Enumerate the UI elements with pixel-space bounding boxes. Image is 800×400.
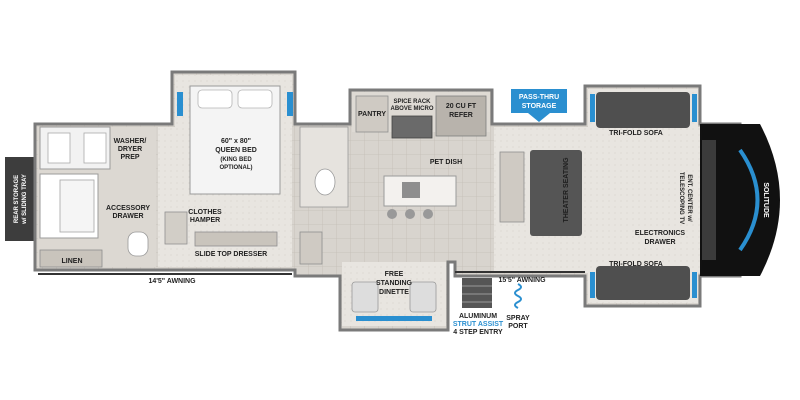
pass-thru-arrow [528, 113, 550, 122]
dinette-window [356, 316, 432, 321]
bed-pillow-right [237, 89, 273, 109]
aluminum-step-label-3: 4 STEP ENTRY [453, 329, 503, 336]
bed-window-left [177, 92, 183, 116]
washer-dryer-label-3: PREP [120, 154, 139, 161]
bed-pillow-left [197, 89, 233, 109]
bed-label-2: QUEEN BED [215, 147, 257, 154]
spice-rack-label-2: ABOVE MICRO [390, 106, 433, 112]
theater-seating-label: THEATER SEATING [563, 157, 570, 223]
tri-fold-sofa-top [596, 92, 690, 128]
rear-storage-block [5, 157, 35, 241]
pantry [355, 95, 389, 133]
clothes-hamper-label: CLOTHES [188, 209, 222, 216]
island-sink [402, 182, 420, 198]
ent-center-label-2: TELESCOPING TV [678, 172, 684, 224]
front-cap [700, 124, 780, 276]
clothes-hamper [164, 211, 188, 245]
bed-label-4: OPTIONAL) [220, 165, 253, 171]
dinette-label-2: STANDING [376, 280, 413, 287]
living-floor [494, 127, 700, 273]
aluminum-step-label: ALUMINUM [459, 313, 497, 320]
spray-port-label-2: PORT [508, 323, 528, 330]
linen-cabinet [39, 249, 103, 268]
bed-label-3: (KING BED [220, 157, 252, 163]
spray-port-icon [514, 283, 522, 309]
bed-label: 60" x 80" [221, 138, 251, 145]
stool-1 [387, 209, 397, 219]
pet-dish-label: PET DISH [430, 159, 462, 166]
sofa-window-bottom-left [590, 272, 595, 298]
pantry-label: PANTRY [358, 111, 386, 118]
sofa-window-bottom-right [692, 272, 697, 298]
electronics-drawer-label-2: DRAWER [644, 239, 675, 246]
spray-port-label: SPRAY [506, 315, 530, 322]
spice-rack-label: SPICE RACK [393, 99, 431, 105]
dryer-unit [83, 132, 107, 164]
washer-dryer-label: WASHER/ [114, 138, 147, 145]
dinette-label: FREE [385, 271, 404, 278]
bed-window-right [287, 92, 293, 116]
linen-label: LINEN [62, 258, 83, 265]
sofa-window-top-left [590, 94, 595, 122]
rear-storage-label-2: w/ SLIDING TRAY [22, 174, 28, 225]
wine-rack [299, 231, 323, 265]
vanity [59, 179, 95, 233]
refer-label-2: REFER [449, 112, 473, 119]
rear-storage-label: REAR STORAGE [14, 175, 20, 223]
accessory-drawer-label-2: DRAWER [112, 213, 143, 220]
half-bath-toilet [314, 168, 336, 196]
entry-steps [462, 278, 492, 308]
entry-cabinet [499, 151, 525, 223]
dinette-label-3: DINETTE [379, 289, 409, 296]
accessory-drawer-label: ACCESSORY [106, 205, 150, 212]
slide-top-dresser [194, 231, 278, 247]
tri-fold-sofa-bottom [596, 266, 690, 300]
front-cap-swoosh [738, 148, 760, 252]
washer-dryer-label-2: DRYER [118, 146, 142, 153]
slide-top-dresser-label: SLIDE TOP DRESSER [195, 251, 267, 258]
awning-rear-label: 14'5" AWNING [148, 278, 196, 285]
ent-center-label: ENT. CENTER w/ [686, 174, 692, 222]
stove [391, 115, 433, 139]
refer-label: 20 CU FT [446, 103, 477, 110]
pass-thru-storage-badge [511, 89, 567, 113]
sofa-window-top-right [692, 94, 697, 122]
dinette-chair-left [351, 281, 379, 313]
tri-fold-sofa-bottom-label: TRI-FOLD SOFA [609, 261, 663, 268]
dinette-chair-right [409, 281, 437, 313]
pass-thru-label: PASS-THRU [519, 94, 559, 101]
washer-unit [47, 132, 71, 164]
theater-seating [530, 150, 582, 236]
stool-3 [423, 209, 433, 219]
awning-front-label: 15'5" AWNING [498, 277, 546, 284]
electronics-drawer-label: ELECTRONICS [635, 230, 686, 237]
ent-center [702, 140, 716, 260]
stool-2 [405, 209, 415, 219]
brand-label: SOLITUDE [762, 182, 769, 218]
aluminum-step-label-2: STRUT ASSIST [453, 321, 504, 328]
toilet [127, 231, 149, 257]
clothes-hamper-label-2: HAMPER [190, 217, 220, 224]
tri-fold-sofa-top-label: TRI-FOLD SOFA [609, 130, 663, 137]
pass-thru-label-2: STORAGE [522, 103, 557, 110]
refrigerator [435, 95, 487, 137]
